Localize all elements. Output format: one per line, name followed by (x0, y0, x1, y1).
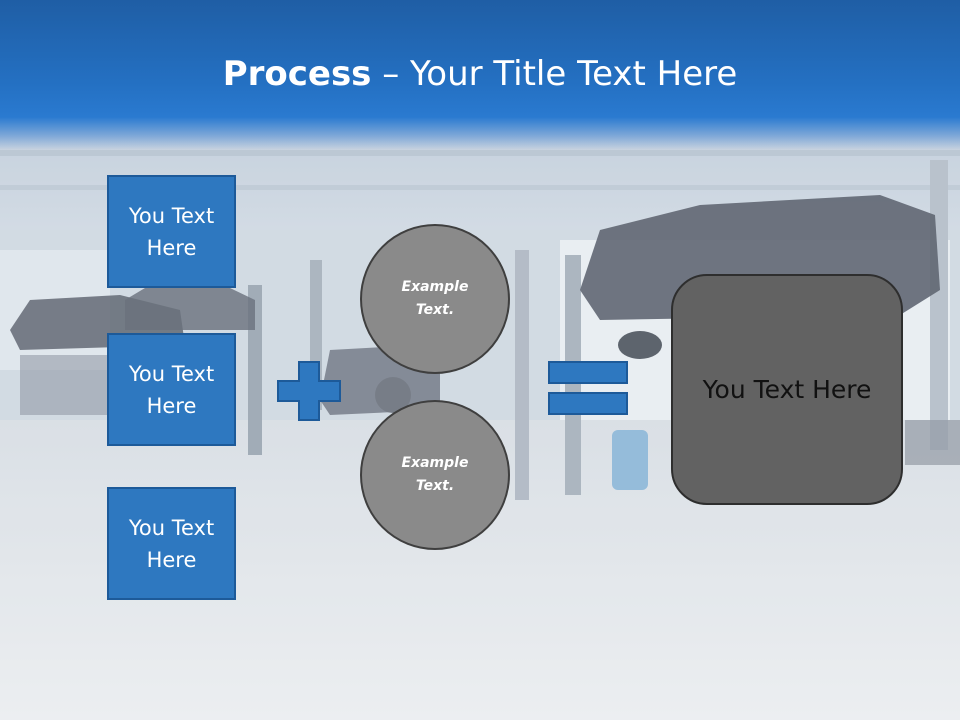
result-box[interactable]: You Text Here (671, 274, 903, 505)
left-text-box-label: You Text Here (128, 361, 215, 418)
example-circle-1[interactable]: Example Text. (360, 224, 510, 374)
slide-title: Process – Your Title Text Here (0, 52, 960, 96)
result-box-label: You Text Here (702, 375, 872, 404)
plus-icon (277, 361, 341, 421)
title-rest-text: – Your Title Text Here (371, 54, 738, 94)
example-circle-label: Example Text. (401, 279, 469, 318)
equals-icon (548, 361, 628, 415)
header-banner (0, 0, 960, 150)
example-circle-2[interactable]: Example Text. (360, 400, 510, 550)
left-text-box-label: You Text Here (128, 203, 215, 260)
left-text-box-1[interactable]: You Text Here (107, 175, 236, 288)
left-text-box-label: You Text Here (128, 515, 215, 572)
title-bold-text: Process (222, 54, 372, 94)
example-circle-label: Example Text. (401, 455, 469, 494)
left-text-box-2[interactable]: You Text Here (107, 333, 236, 446)
left-text-box-3[interactable]: You Text Here (107, 487, 236, 600)
